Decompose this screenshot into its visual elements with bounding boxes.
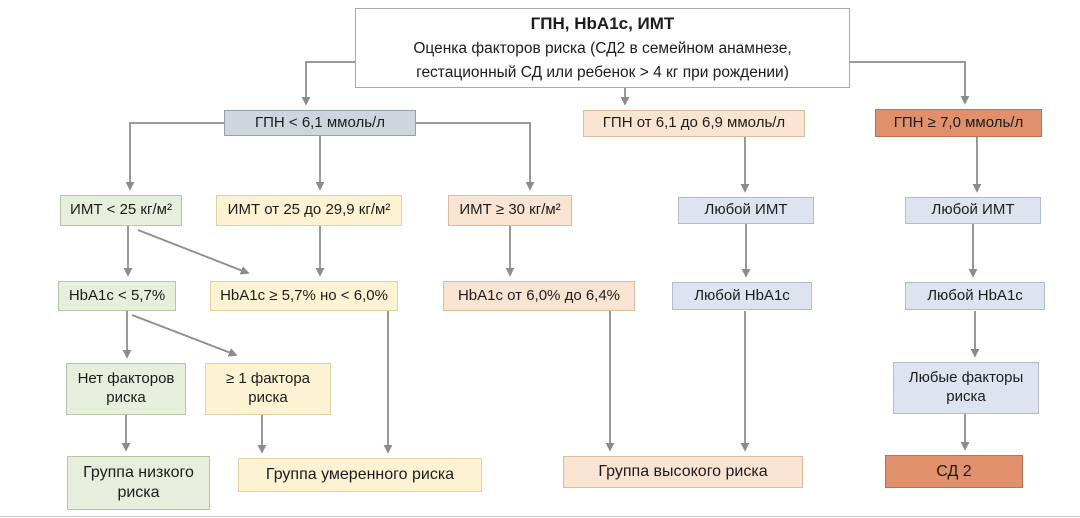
node-group-low: Группа низкого риска: [67, 456, 210, 510]
node-bmi-any-2: Любой ИМТ: [905, 197, 1041, 224]
node-gpn-high: ГПН ≥ 7,0 ммоль/л: [875, 109, 1042, 137]
title-text: ГПН, HbA1c, ИМТ: [530, 13, 675, 33]
arrow-gpn-low-to-bmi-high: [416, 122, 535, 191]
arrow-hba1c-low-to-rf-one: [131, 314, 238, 357]
arrow-title-to-gpn-low: [301, 61, 355, 106]
node-gpn-low: ГПН < 6,1 ммоль/л: [224, 110, 416, 136]
node-bmi-any-1: Любой ИМТ: [678, 197, 814, 224]
node-hba1c-high: HbA1c от 6,0% до 6,4%: [443, 281, 635, 311]
node-gpn-mid: ГПН от 6,1 до 6,9 ммоль/л: [583, 110, 805, 137]
node-bmi-high: ИМТ ≥ 30 кг/м²: [448, 195, 572, 226]
subtitle-line-1: Оценка факторов риска (СД2 в семейном ан…: [413, 40, 792, 58]
arrow-gpn-low-to-bmi-low: [125, 122, 224, 191]
node-rf-none: Нет факторов риска: [66, 363, 186, 415]
node-sd2: СД 2: [885, 455, 1023, 488]
node-hba1c-any-2: Любой HbA1c: [905, 282, 1045, 310]
node-rf-any: Любые факторы риска: [893, 362, 1039, 414]
node-bmi-low: ИМТ < 25 кг/м²: [60, 195, 182, 226]
arrow-title-to-gpn-high: [850, 61, 970, 105]
node-hba1c-mid: HbA1c ≥ 5,7% но < 6,0%: [210, 281, 398, 311]
node-group-moderate: Группа умеренного риска: [238, 458, 482, 492]
node-group-high: Группа высокого риска: [563, 456, 803, 488]
node-rf-one: ≥ 1 фактора риска: [205, 363, 331, 415]
bottom-divider: [0, 516, 1080, 517]
node-assessment-title: ГПН, HbA1c, ИМТ Оценка факторов риска (С…: [355, 8, 850, 88]
node-bmi-mid: ИМТ от 25 до 29,9 кг/м²: [216, 195, 402, 226]
subtitle-line-2: гестационный СД или ребенок > 4 кг при р…: [416, 64, 789, 82]
arrow-bmi-low-to-hba1c-mid: [137, 229, 250, 275]
node-hba1c-low: HbA1c < 5,7%: [58, 281, 176, 311]
node-hba1c-any-1: Любой HbA1c: [672, 282, 812, 310]
